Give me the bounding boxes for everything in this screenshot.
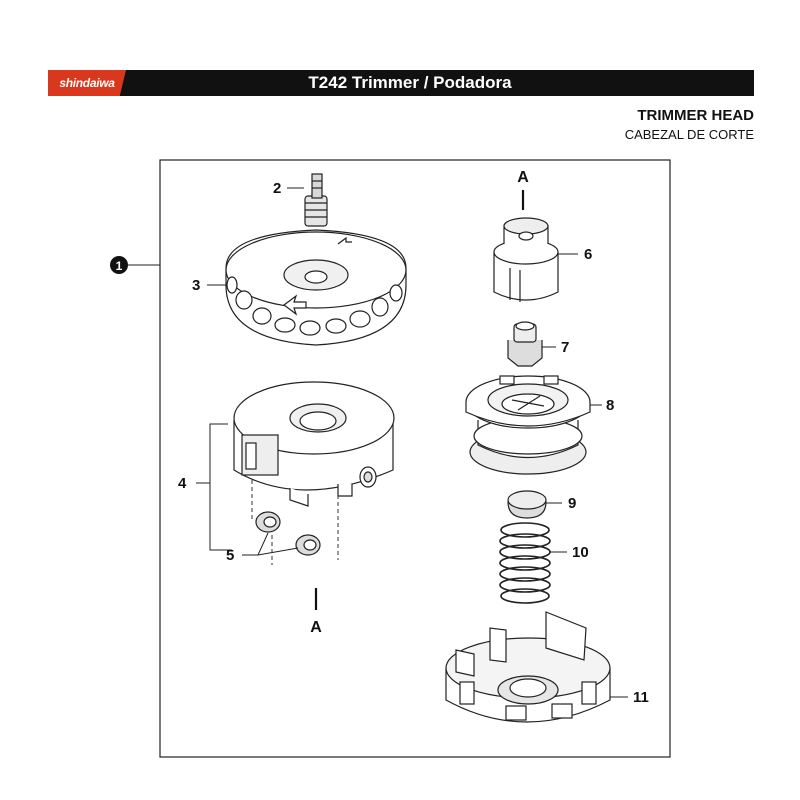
callout-7: 7 [561, 339, 569, 356]
section-title-es: CABEZAL DE CORTE [624, 127, 754, 142]
callout-5: 5 [226, 547, 234, 564]
part-3-cover [225, 229, 407, 346]
section-title-en: TRIMMER HEAD [637, 107, 754, 124]
part-11-base [445, 611, 611, 723]
part-6-adapter [493, 217, 559, 302]
brand-logo: shindaiwa [48, 70, 126, 96]
diagram-frame [159, 159, 671, 758]
ref-a-bottom: A [310, 619, 322, 636]
callout-8: 8 [606, 397, 614, 414]
part-9-cap [507, 490, 547, 519]
callout-10: 10 [572, 544, 589, 561]
callout-9: 9 [568, 495, 576, 512]
part-5-grommets [255, 511, 321, 556]
part-10-spring [499, 522, 551, 604]
ref-a-top: A [517, 169, 529, 186]
alignment-guides [251, 480, 339, 565]
part-8-spool [465, 375, 591, 475]
part-4-housing [233, 381, 395, 507]
header-bar [48, 70, 754, 96]
callout-6: 6 [584, 246, 592, 263]
callout-11: 11 [633, 689, 649, 706]
assembly-callout: 1 [110, 256, 160, 274]
svg-text:1: 1 [116, 259, 123, 273]
callout-3: 3 [192, 277, 200, 294]
part-7-nut [507, 321, 543, 367]
document-title: T242 Trimmer / Podadora [308, 73, 512, 92]
callout-2: 2 [273, 180, 281, 197]
part-4-bracket [196, 423, 232, 551]
callout-4: 4 [178, 475, 187, 492]
part-2-bolt [304, 173, 328, 227]
